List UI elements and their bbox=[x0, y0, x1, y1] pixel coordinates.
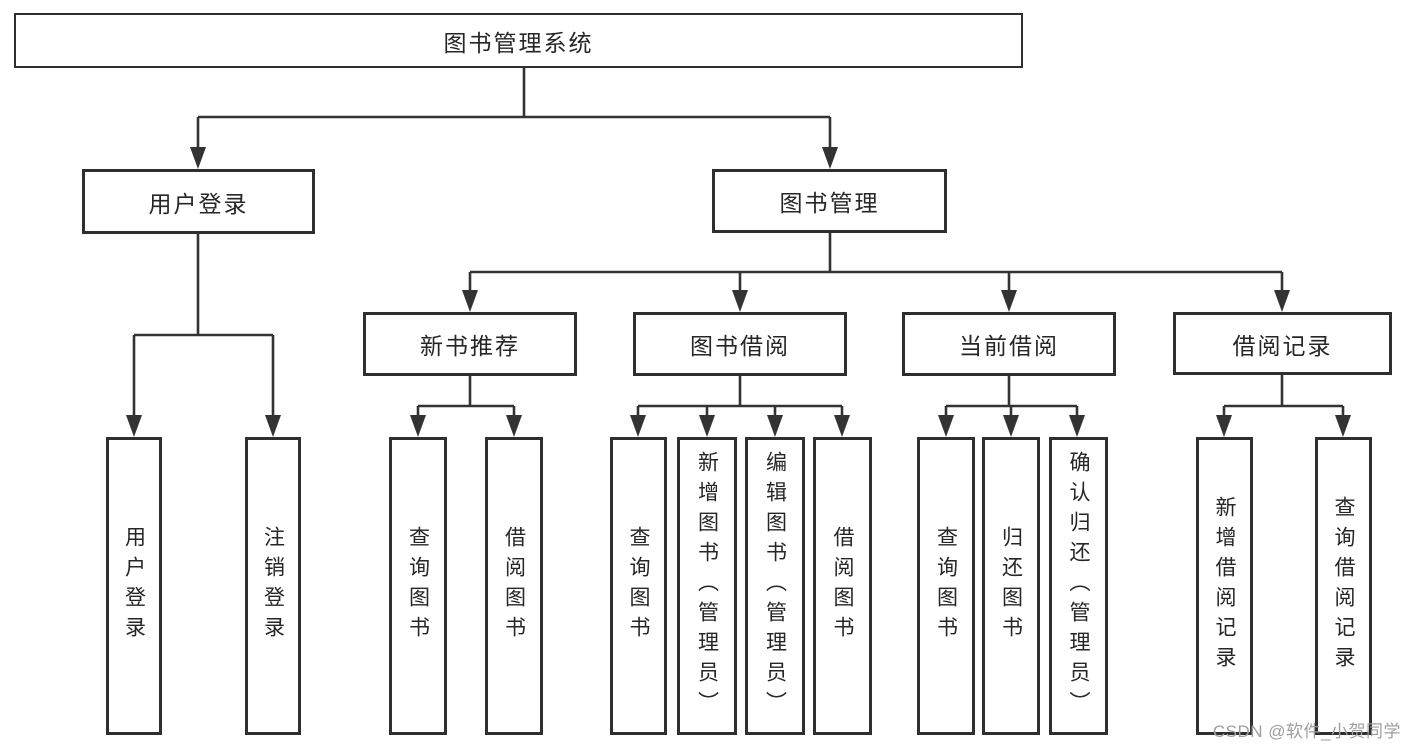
node-label: 借阅图书 bbox=[831, 526, 854, 646]
leaf-add-books-admin: 新增图书（管理员） bbox=[677, 437, 737, 735]
node-label: 借阅记录 bbox=[1232, 332, 1333, 359]
leaf-query-books-newbook: 查询图书 bbox=[389, 437, 447, 735]
node-user-login: 用户登录 bbox=[82, 169, 315, 234]
node-label: 注销登录 bbox=[261, 526, 285, 646]
node-library-management-system: 图书管理系统 bbox=[14, 13, 1023, 68]
leaf-logout: 注销登录 bbox=[245, 437, 301, 735]
node-label: 归还图书 bbox=[999, 526, 1023, 646]
node-label: 新增借阅记录 bbox=[1213, 496, 1236, 676]
node-book-borrowing: 图书借阅 bbox=[633, 312, 847, 376]
leaf-query-borrow-record: 查询借阅记录 bbox=[1315, 437, 1372, 735]
node-label: 图书借阅 bbox=[690, 333, 790, 359]
node-label: 查询图书 bbox=[934, 526, 958, 646]
node-label: 查询图书 bbox=[627, 526, 650, 646]
leaf-edit-books-admin: 编辑图书（管理员） bbox=[745, 437, 805, 735]
node-label: 借阅图书 bbox=[502, 526, 526, 646]
leaf-user-login: 用户登录 bbox=[106, 437, 162, 735]
node-label: 确认归还（管理员） bbox=[1067, 451, 1090, 721]
node-book-management: 图书管理 bbox=[712, 169, 947, 233]
node-label: 用户登录 bbox=[122, 526, 146, 646]
leaf-borrow-books-borrow: 借阅图书 bbox=[813, 437, 872, 735]
node-label: 图书管理系统 bbox=[443, 29, 594, 56]
node-current-borrowing: 当前借阅 bbox=[902, 312, 1116, 376]
node-label: 新增图书（管理员） bbox=[695, 451, 719, 721]
node-label: 查询图书 bbox=[406, 526, 430, 646]
node-label: 新书推荐 bbox=[420, 333, 520, 359]
leaf-borrow-books-newbook: 借阅图书 bbox=[485, 437, 543, 735]
node-label: 图书管理 bbox=[779, 190, 880, 216]
leaf-query-books-current: 查询图书 bbox=[917, 437, 975, 735]
node-label: 查询借阅记录 bbox=[1332, 496, 1355, 676]
leaf-query-books-borrow: 查询图书 bbox=[610, 437, 667, 735]
node-label: 当前借阅 bbox=[959, 333, 1059, 359]
node-label: 用户登录 bbox=[148, 190, 249, 217]
leaf-add-borrow-record: 新增借阅记录 bbox=[1196, 437, 1253, 735]
leaf-return-books: 归还图书 bbox=[982, 437, 1040, 735]
node-borrowing-records: 借阅记录 bbox=[1173, 312, 1392, 375]
watermark-csdn: CSDN @软件_小贺同学 bbox=[1212, 722, 1401, 741]
leaf-confirm-return-admin: 确认归还（管理员） bbox=[1049, 437, 1108, 735]
node-new-book-recommendation: 新书推荐 bbox=[363, 312, 577, 376]
node-label: 编辑图书（管理员） bbox=[763, 451, 787, 721]
